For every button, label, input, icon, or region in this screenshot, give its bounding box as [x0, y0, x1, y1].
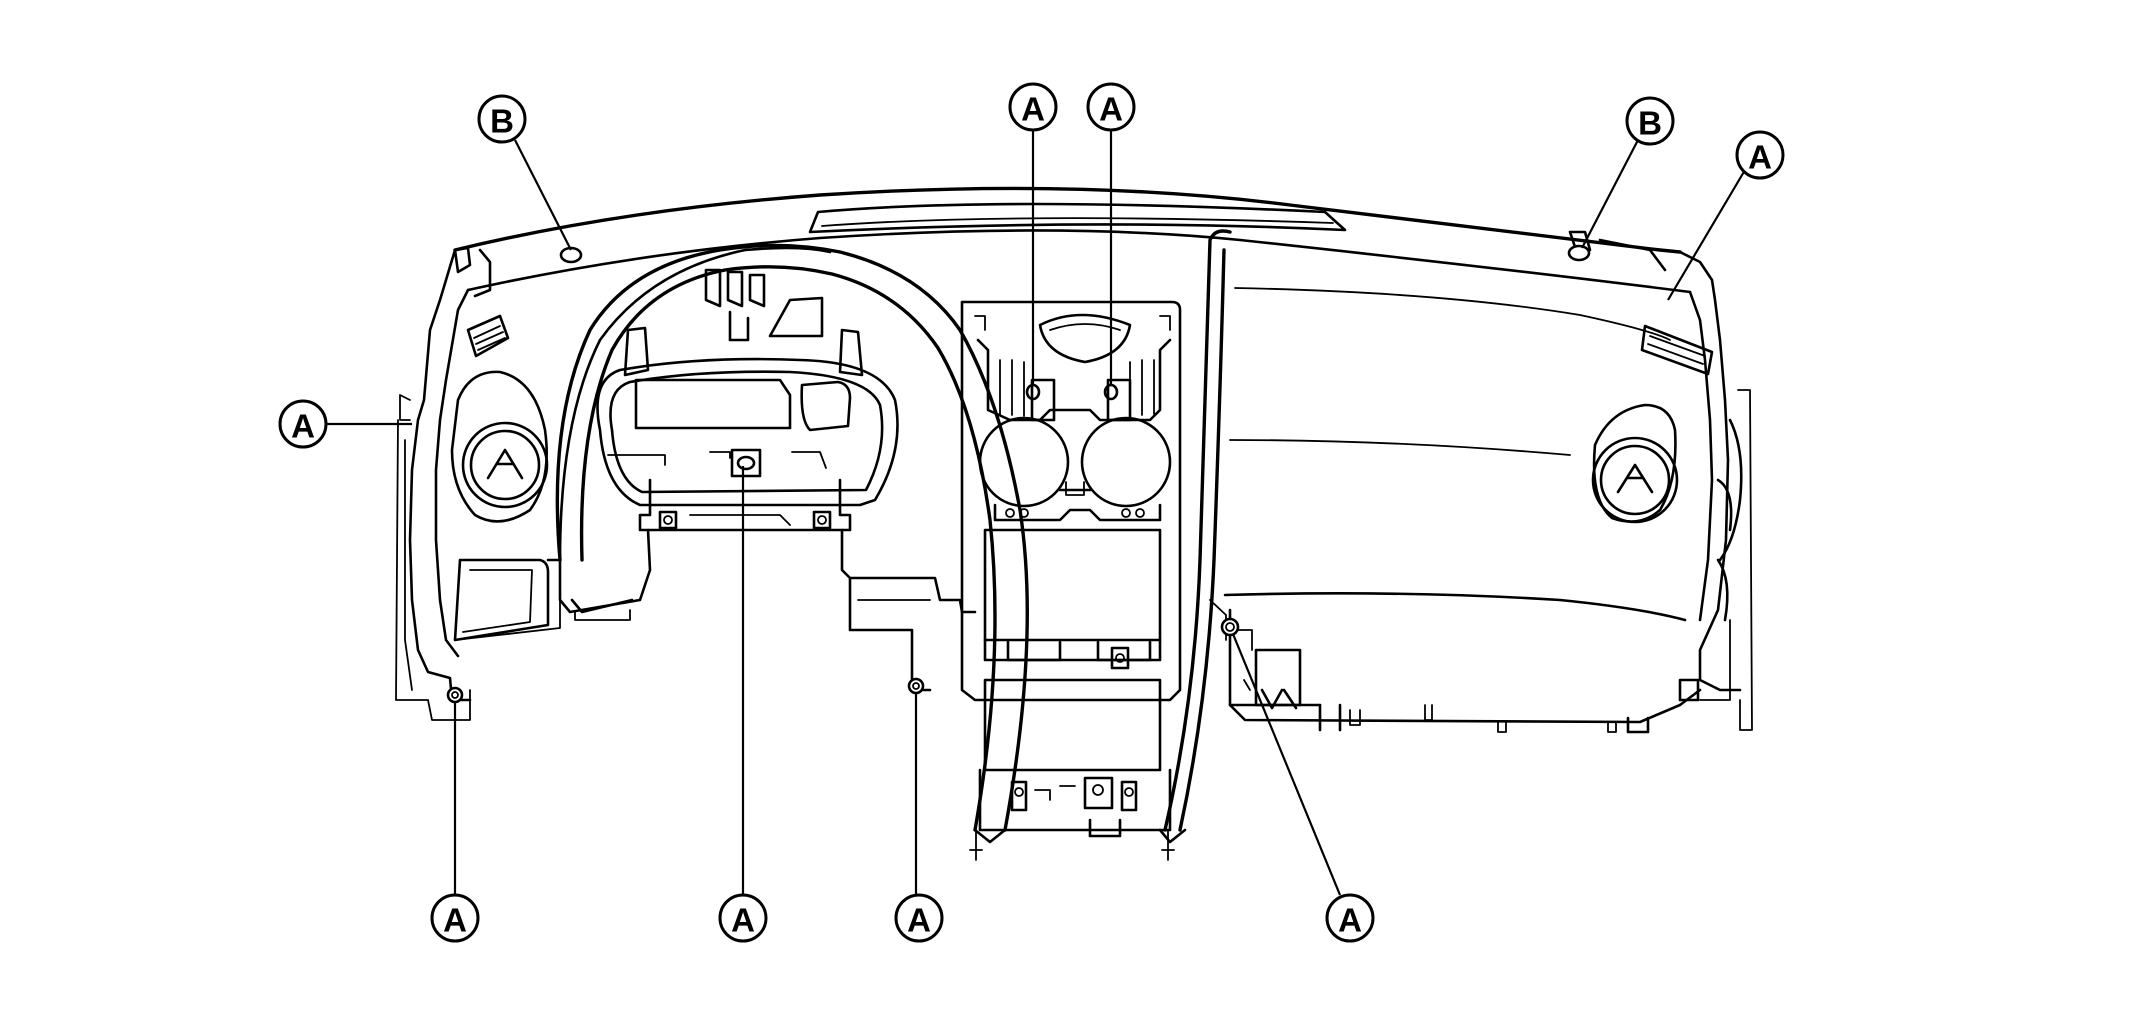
bolt-a-center-lower	[907, 677, 925, 695]
center-console-trim	[1158, 229, 1232, 844]
leader-a-bottom-4	[1231, 633, 1342, 896]
left-side-grille	[466, 314, 510, 358]
defroster-grille	[808, 202, 1347, 234]
callout-a-bottom-2-label: A	[731, 902, 755, 939]
leader-lines	[325, 128, 1746, 896]
cluster-hood	[555, 243, 1029, 844]
passenger-lower-panel	[1209, 599, 1702, 734]
bolt-a-right-lower	[1220, 617, 1240, 637]
right-round-vent	[1591, 403, 1679, 524]
leader-a-right-upper	[1667, 169, 1746, 301]
callout-a-left-middle-label: A	[291, 408, 315, 445]
right-side-grille	[1640, 324, 1714, 376]
cluster-bottom-tray	[638, 478, 852, 532]
callout-a-top-right: A	[1086, 82, 1136, 132]
callout-a-bottom-4: A	[1325, 893, 1375, 943]
callout-b-left: B	[477, 94, 527, 144]
left-round-vent	[450, 370, 549, 523]
callout-a-bottom-3-label: A	[907, 902, 931, 939]
callout-a-bottom-2: A	[718, 893, 768, 943]
left-top-bracket	[453, 246, 472, 274]
left-lower-panel	[453, 558, 550, 642]
clip-b-right	[1567, 244, 1591, 262]
callout-a-right-upper-label: A	[1748, 139, 1772, 176]
callout-b-right: B	[1625, 96, 1675, 146]
dash-top-edge	[453, 186, 1682, 254]
callout-a-bottom-3: A	[894, 893, 944, 943]
leader-b-left	[514, 139, 572, 251]
callout-a-bottom-1-label: A	[443, 902, 467, 939]
instrument-panel-assembly	[395, 186, 1753, 861]
callout-b-right-label: B	[1638, 105, 1662, 142]
passenger-dash-face	[1223, 287, 1687, 707]
callout-b-left-label: B	[490, 103, 514, 140]
clip-b-left	[559, 246, 583, 264]
callout-a-left-middle: A	[278, 399, 328, 449]
callout-a-top-left: A	[1008, 82, 1058, 132]
center-stack	[960, 300, 1182, 861]
cluster-meter-opening	[596, 357, 899, 507]
callout-a-top-left-label: A	[1021, 91, 1045, 128]
callout-a-right-upper: A	[1735, 130, 1785, 180]
callout-a-top-right-label: A	[1099, 91, 1123, 128]
callout-a-bottom-1: A	[430, 893, 480, 943]
steering-column-opening	[558, 528, 652, 614]
bolt-a-left-lower	[446, 686, 464, 704]
fastener-markers	[446, 244, 1591, 704]
callout-a-bottom-4-label: A	[1338, 902, 1362, 939]
cluster-top-brackets	[623, 268, 864, 377]
leader-b-right	[1581, 139, 1639, 249]
left-end-cap	[408, 248, 472, 702]
right-end-cap	[1678, 250, 1753, 731]
dash-top-inner-edge	[466, 229, 1692, 294]
